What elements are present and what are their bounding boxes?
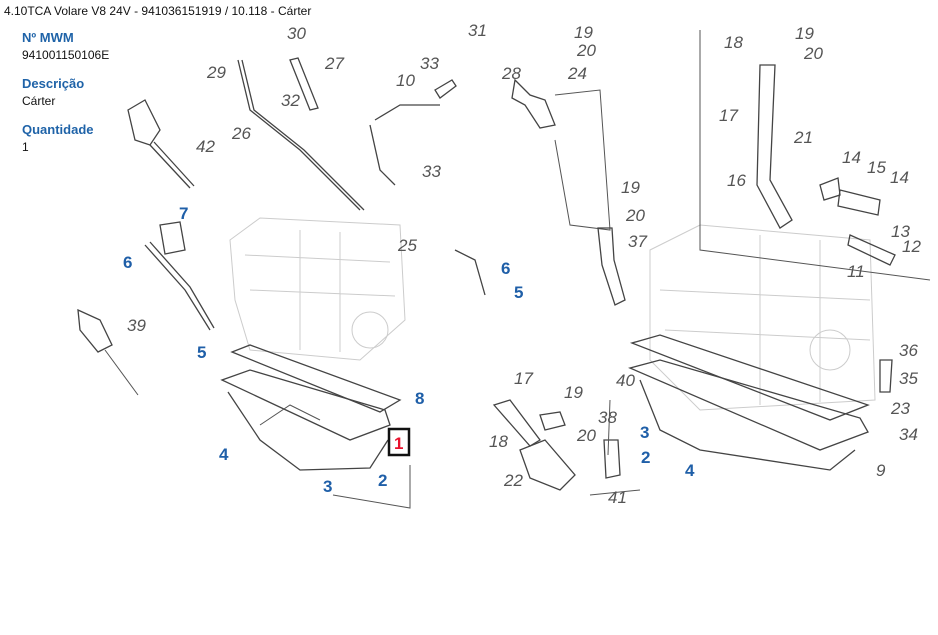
callout[interactable]: 38	[598, 408, 617, 427]
parts-linework	[77, 30, 931, 509]
quantity-value: 1	[22, 140, 29, 154]
page-title: 4.10TCA Volare V8 24V - 941036151919 / 1…	[4, 4, 312, 18]
callout[interactable]: 5	[514, 283, 523, 302]
callout[interactable]: 36	[899, 341, 918, 360]
callout[interactable]: 33	[422, 162, 441, 181]
callout[interactable]: 16	[727, 171, 746, 190]
callout[interactable]: 27	[324, 54, 344, 73]
callout[interactable]: 19	[564, 383, 583, 402]
callout[interactable]: 42	[196, 137, 215, 156]
callout[interactable]: 14	[890, 168, 909, 187]
engine-block-right	[649, 224, 876, 411]
callout[interactable]: 21	[793, 128, 813, 147]
callout[interactable]: 10	[396, 71, 415, 90]
callout[interactable]: 2	[641, 448, 650, 467]
part-number-value: 941001150106E	[22, 48, 110, 62]
callout[interactable]: 22	[503, 471, 523, 490]
callout[interactable]: 14	[842, 148, 861, 167]
callout[interactable]: 17	[514, 369, 533, 388]
callout[interactable]: 31	[468, 21, 487, 40]
quantity-label: Quantidade	[22, 122, 94, 137]
callout[interactable]: 41	[608, 488, 627, 507]
callout[interactable]: 40	[616, 371, 635, 390]
engine-block-left	[229, 217, 406, 361]
callout[interactable]: 19	[795, 24, 814, 43]
callout[interactable]: 8	[415, 389, 424, 408]
callout[interactable]: 32	[281, 91, 300, 110]
callout[interactable]: 17	[719, 106, 738, 125]
callout[interactable]: 2	[378, 471, 387, 490]
callout[interactable]: 23	[890, 399, 910, 418]
callout[interactable]: 19	[621, 178, 640, 197]
callout[interactable]: 6	[123, 253, 132, 272]
callout[interactable]: 6	[501, 259, 510, 278]
callouts-blue: 7 6 5 6 5 8 4 3 2 3 2 4	[123, 204, 695, 496]
highlight-box	[387, 427, 411, 457]
callout[interactable]: 28	[501, 64, 521, 83]
callouts-gray: 42 26 29 30 32 27 31 33 10 33 25 28 24 1…	[127, 21, 921, 507]
description-label: Descrição	[22, 76, 85, 91]
callout[interactable]: 20	[625, 206, 645, 225]
callout[interactable]: 20	[576, 41, 596, 60]
part-details: Nº MWM 941001150106E Descrição Cárter Qu…	[22, 30, 109, 168]
part-number-label: Nº MWM	[22, 30, 74, 45]
callout[interactable]: 35	[899, 369, 918, 388]
callout[interactable]: 20	[803, 44, 823, 63]
description-value: Cárter	[22, 94, 56, 108]
callout[interactable]: 18	[724, 33, 743, 52]
callout[interactable]: 34	[899, 425, 918, 444]
callout[interactable]: 24	[567, 64, 587, 83]
callout[interactable]: 13	[891, 222, 910, 241]
callout[interactable]: 11	[847, 262, 865, 281]
callout[interactable]: 9	[876, 461, 886, 480]
oil-pan-right	[628, 334, 870, 471]
callout[interactable]: 19	[574, 23, 593, 42]
callout[interactable]: 29	[206, 63, 226, 82]
callout[interactable]: 37	[628, 232, 647, 251]
callout[interactable]: 20	[576, 426, 596, 445]
callout-highlighted[interactable]: 1	[394, 434, 403, 453]
callout[interactable]: 18	[489, 432, 508, 451]
callout[interactable]: 26	[231, 124, 251, 143]
oil-pan-left	[220, 344, 402, 471]
callout[interactable]: 39	[127, 316, 146, 335]
callout[interactable]: 3	[323, 477, 332, 496]
callout[interactable]: 7	[179, 204, 188, 223]
callout[interactable]: 25	[397, 236, 417, 255]
callout[interactable]: 4	[685, 461, 695, 480]
callout[interactable]: 5	[197, 343, 206, 362]
callout[interactable]: 33	[420, 54, 439, 73]
callout[interactable]: 3	[640, 423, 649, 442]
callout[interactable]: 4	[219, 445, 229, 464]
callout[interactable]: 12	[902, 237, 921, 256]
callout[interactable]: 30	[287, 24, 306, 43]
callout[interactable]: 15	[867, 158, 886, 177]
